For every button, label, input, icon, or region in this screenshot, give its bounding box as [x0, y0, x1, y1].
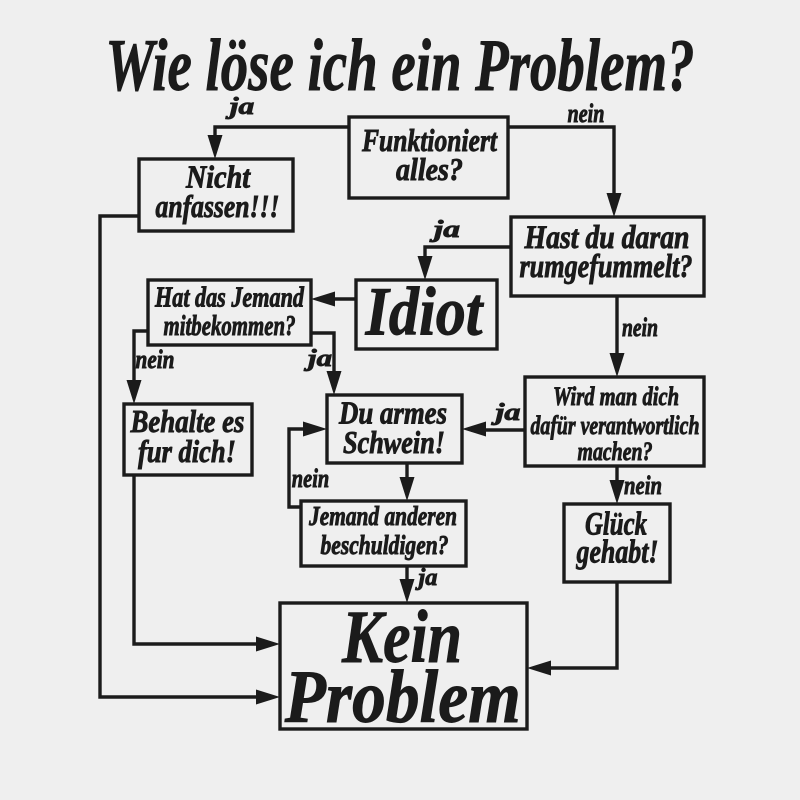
- svg-text:Idiot: Idiot: [365, 274, 484, 350]
- svg-text:nein: nein: [136, 345, 175, 374]
- svg-text:ja: ja: [225, 94, 255, 120]
- svg-text:Jemand anderen: Jemand anderen: [308, 501, 457, 531]
- svg-text:nein: nein: [624, 471, 662, 500]
- svg-text:alles?: alles?: [396, 151, 463, 187]
- svg-text:Du armes: Du armes: [338, 395, 447, 431]
- svg-text:Nicht: Nicht: [185, 159, 251, 195]
- svg-text:Schwein!: Schwein!: [343, 424, 445, 460]
- svg-text:machen?: machen?: [578, 437, 653, 466]
- svg-text:beschuldigen?: beschuldigen?: [321, 530, 449, 560]
- svg-text:mitbekommen?: mitbekommen?: [164, 311, 296, 342]
- svg-text:ja: ja: [414, 565, 437, 591]
- svg-text:ja: ja: [428, 217, 460, 243]
- svg-text:gehabt!: gehabt!: [576, 535, 659, 571]
- svg-text:Hat das Jemand: Hat das Jemand: [154, 283, 305, 314]
- svg-text:ja: ja: [303, 346, 332, 372]
- svg-text:fur dich!: fur dich!: [138, 433, 236, 469]
- svg-text:rumgefummelt?: rumgefummelt?: [520, 249, 693, 285]
- svg-text:Kein: Kein: [341, 596, 462, 679]
- svg-text:Wird man dich: Wird man dich: [553, 382, 679, 411]
- svg-text:nein: nein: [292, 464, 330, 493]
- svg-text:anfassen!!!: anfassen!!!: [156, 188, 280, 224]
- svg-text:nein: nein: [568, 99, 605, 128]
- svg-text:dafür verantwortlich: dafür verantwortlich: [531, 411, 700, 440]
- svg-text:Hast du daran: Hast du daran: [524, 220, 690, 256]
- svg-text:Glück: Glück: [585, 507, 647, 543]
- svg-text:ja: ja: [490, 400, 520, 426]
- svg-text:Wie löse ich ein Problem?: Wie löse ich ein Problem?: [106, 25, 695, 107]
- svg-text:Funktioniert: Funktioniert: [361, 122, 498, 158]
- svg-text:Problem: Problem: [284, 656, 521, 739]
- svg-text:Behalte es: Behalte es: [130, 403, 245, 439]
- svg-text:nein: nein: [622, 313, 658, 342]
